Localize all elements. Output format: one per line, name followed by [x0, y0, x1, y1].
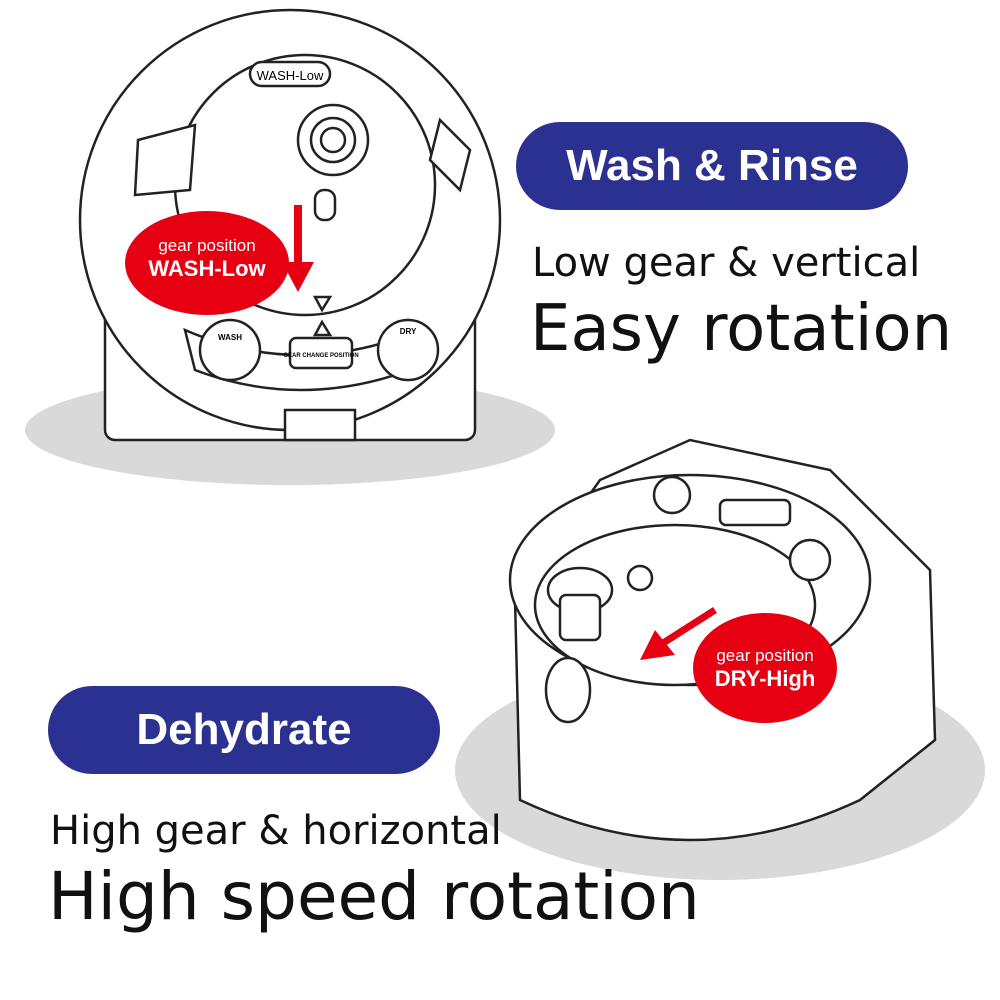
lid-label: WASH-Low — [257, 68, 324, 83]
gear-badge-wash — [125, 211, 289, 315]
dry-subtitle: High gear & horizontal — [50, 808, 502, 854]
wash-rinse-pill: Wash & Rinse — [516, 122, 908, 210]
badge-caption: gear position — [158, 236, 256, 255]
dry-title: High speed rotation — [48, 858, 700, 935]
wash-subtitle: Low gear & vertical — [532, 240, 921, 286]
panel-wash-label: WASH — [218, 333, 242, 342]
red-arrow-down-icon — [282, 205, 314, 292]
badge-value: DRY-High — [714, 666, 816, 691]
badge-caption: gear position — [716, 646, 814, 665]
panel-gear-label: GEAR CHANGE POSITION — [283, 353, 358, 359]
red-arrow-diagonal-icon — [640, 607, 717, 660]
badge-value: WASH-Low — [148, 256, 266, 281]
wash-title: Easy rotation — [530, 292, 953, 366]
gear-badge-wash-text: gear position WASH-Low — [127, 236, 287, 282]
panel-dry-label: DRY — [400, 327, 417, 336]
gear-badge-dry-text: gear position DRY-High — [693, 646, 837, 692]
dehydrate-pill: Dehydrate — [48, 686, 440, 774]
device-vertical — [78, 8, 502, 442]
gear-badge-dry — [693, 613, 837, 723]
